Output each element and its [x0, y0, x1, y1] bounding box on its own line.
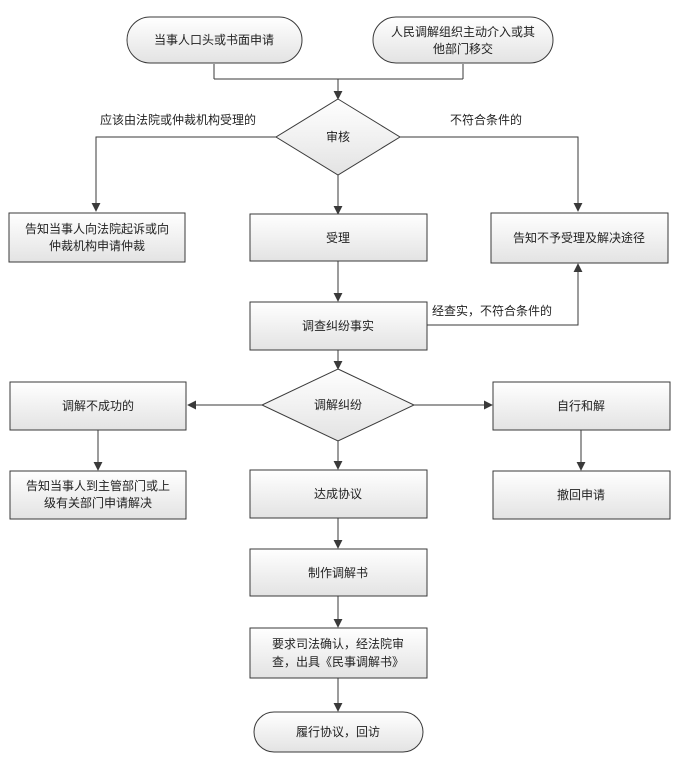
node-accept: 受理: [249, 213, 428, 262]
node-mediate: 调解纠纷: [260, 368, 416, 442]
node-oral-written: 当事人口头或书面申请: [126, 16, 303, 64]
node-fulfill: 履行协议，回访: [253, 711, 424, 753]
node-review: 审核: [275, 98, 401, 176]
node-notify-dept-label-2: 级有关部门申请解决: [44, 495, 152, 510]
node-notify-court-label-2: 仲裁机构申请仲裁: [49, 238, 145, 253]
node-oral-written-label: 当事人口头或书面申请: [154, 33, 274, 47]
edge-investigate-to-reject: [427, 263, 583, 326]
node-self-reconcile-label: 自行和解: [557, 399, 605, 413]
node-make-doc: 制作调解书: [249, 548, 428, 597]
edge-review-to-court: [91, 136, 276, 212]
edge-label-after-check: 经查实，不符合条件的: [432, 303, 552, 318]
node-failed: 调解不成功的: [9, 381, 187, 431]
node-judicial: 要求司法确认，经法院审 查，出具《民事调解书》: [249, 627, 428, 679]
node-accept-label: 受理: [326, 231, 350, 245]
edge-label-not-eligible: 不符合条件的: [450, 112, 522, 127]
node-org-transfer-label-1: 人民调解组织主动介入或其: [391, 25, 535, 39]
node-make-doc-label: 制作调解书: [308, 566, 368, 580]
node-notify-reject: 告知不予受理及解决途径: [490, 212, 669, 264]
node-investigate: 调查纠纷事实: [249, 301, 428, 351]
node-mediate-label: 调解纠纷: [314, 398, 362, 412]
node-notify-dept: 告知当事人到主管部门或上 级有关部门申请解决: [9, 470, 187, 520]
node-failed-label: 调解不成功的: [62, 398, 134, 413]
node-notify-reject-label: 告知不予受理及解决途径: [513, 230, 645, 245]
node-withdraw: 撤回申请: [492, 470, 671, 520]
node-notify-court: 告知当事人向法院起诉或向 仲裁机构申请仲裁: [8, 212, 186, 263]
node-self-reconcile: 自行和解: [492, 381, 671, 431]
node-org-transfer: 人民调解组织主动介入或其 他部门移交: [372, 16, 554, 64]
node-review-label: 审核: [326, 129, 350, 144]
connectors: [91, 64, 586, 712]
node-org-transfer-label-2: 他部门移交: [433, 41, 493, 56]
node-agreement: 达成协议: [249, 469, 428, 519]
node-judicial-label-2: 查，出具《民事调解书》: [272, 655, 404, 669]
node-notify-dept-label-1: 告知当事人到主管部门或上: [26, 478, 170, 493]
node-notify-court-label-1: 告知当事人向法院起诉或向: [25, 221, 169, 236]
node-judicial-label-1: 要求司法确认，经法院审: [272, 636, 404, 651]
edge-review-not-eligible: [400, 136, 583, 212]
node-agreement-label: 达成协议: [314, 486, 362, 501]
node-investigate-label: 调查纠纷事实: [302, 318, 374, 333]
node-withdraw-label: 撤回申请: [557, 487, 605, 502]
node-fulfill-label: 履行协议，回访: [296, 724, 380, 739]
edge-label-to-court: 应该由法院或仲裁机构受理的: [100, 112, 256, 127]
